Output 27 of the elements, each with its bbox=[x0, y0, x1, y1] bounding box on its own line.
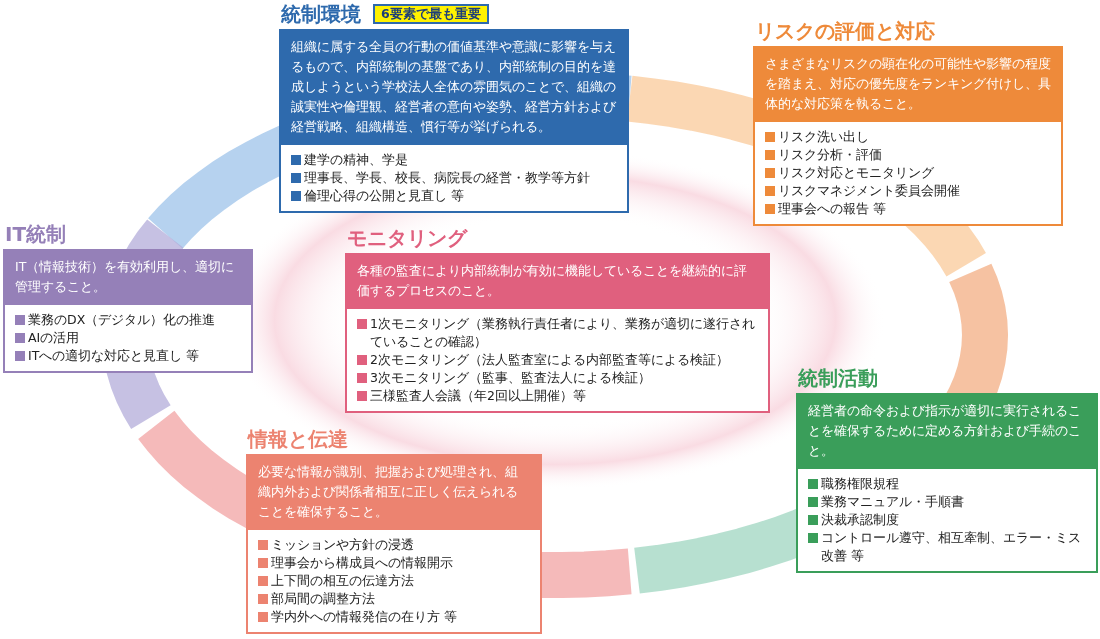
bullet-item: 業務のDX（デジタル）化の推進 bbox=[15, 311, 241, 329]
bullet-item: ミッションや方針の浸透 bbox=[258, 536, 530, 554]
bullet-item: 理事会から構成員への情報開示 bbox=[258, 554, 530, 572]
description-text: 各種の監査により内部統制が有効に機能していることを継続的に評価するプロセスのこと。 bbox=[347, 255, 768, 309]
description-text: 組織に属する全員の行動の価値基準や意識に影響を与えるもので、内部統制の基盤であり、内部統制の目的を達成しようという学校法人全体の雰囲気のことで、組織の誠実性や倫理観、経営者の意向や姿勢、経営方針および経営戦略、組織構造、慣行等が挙げられる。 bbox=[281, 31, 627, 145]
description-text: 必要な情報が識別、把握および処理され、組織内外および関係者相互に正しく伝えられることを確保すること。 bbox=[248, 456, 540, 530]
section-heading: 統制活動 bbox=[798, 366, 878, 390]
section-heading: IT統制 bbox=[5, 222, 67, 246]
bullet-item: 業務マニュアル・手順書 bbox=[808, 493, 1086, 511]
description-text: 経営者の命令および指示が適切に実行されることを確保するために定める方針および手続のこと。 bbox=[798, 395, 1096, 469]
section-heading: 情報と伝達 bbox=[248, 427, 348, 451]
section-heading: 統制環境 bbox=[281, 2, 361, 26]
bullet-item: リスク洗い出し bbox=[765, 128, 1051, 146]
bullet-item: コントロール遵守、相互牽制、エラー・ミス改善 等 bbox=[808, 529, 1086, 565]
section-heading: モニタリング bbox=[347, 226, 467, 250]
section-heading: リスクの評価と対応 bbox=[755, 19, 935, 43]
highlight-tag: 6要素で最も重要 bbox=[373, 4, 489, 24]
bullet-item: 上下間の相互の伝達方法 bbox=[258, 572, 530, 590]
bullet-item: 学内外への情報発信の在り方 等 bbox=[258, 608, 530, 626]
bullet-item: ITへの適切な対応と見直し 等 bbox=[15, 347, 241, 365]
description-text: さまざまなリスクの顕在化の可能性や影響の程度を踏まえ、対応の優先度をランキング付けし、具体的な対応策を執ること。 bbox=[755, 48, 1061, 122]
bullet-item: 1次モニタリング（業務執行責任者により、業務が適切に遂行されていることの確認） bbox=[357, 315, 758, 351]
bullet-item: 部局間の調整方法 bbox=[258, 590, 530, 608]
bullet-item: リスク分析・評価 bbox=[765, 146, 1051, 164]
bullet-item: AIの活用 bbox=[15, 329, 241, 347]
description-text: IT（情報技術）を有効利用し、適切に管理すること。 bbox=[5, 251, 251, 305]
bullet-item: 決裁承認制度 bbox=[808, 511, 1086, 529]
